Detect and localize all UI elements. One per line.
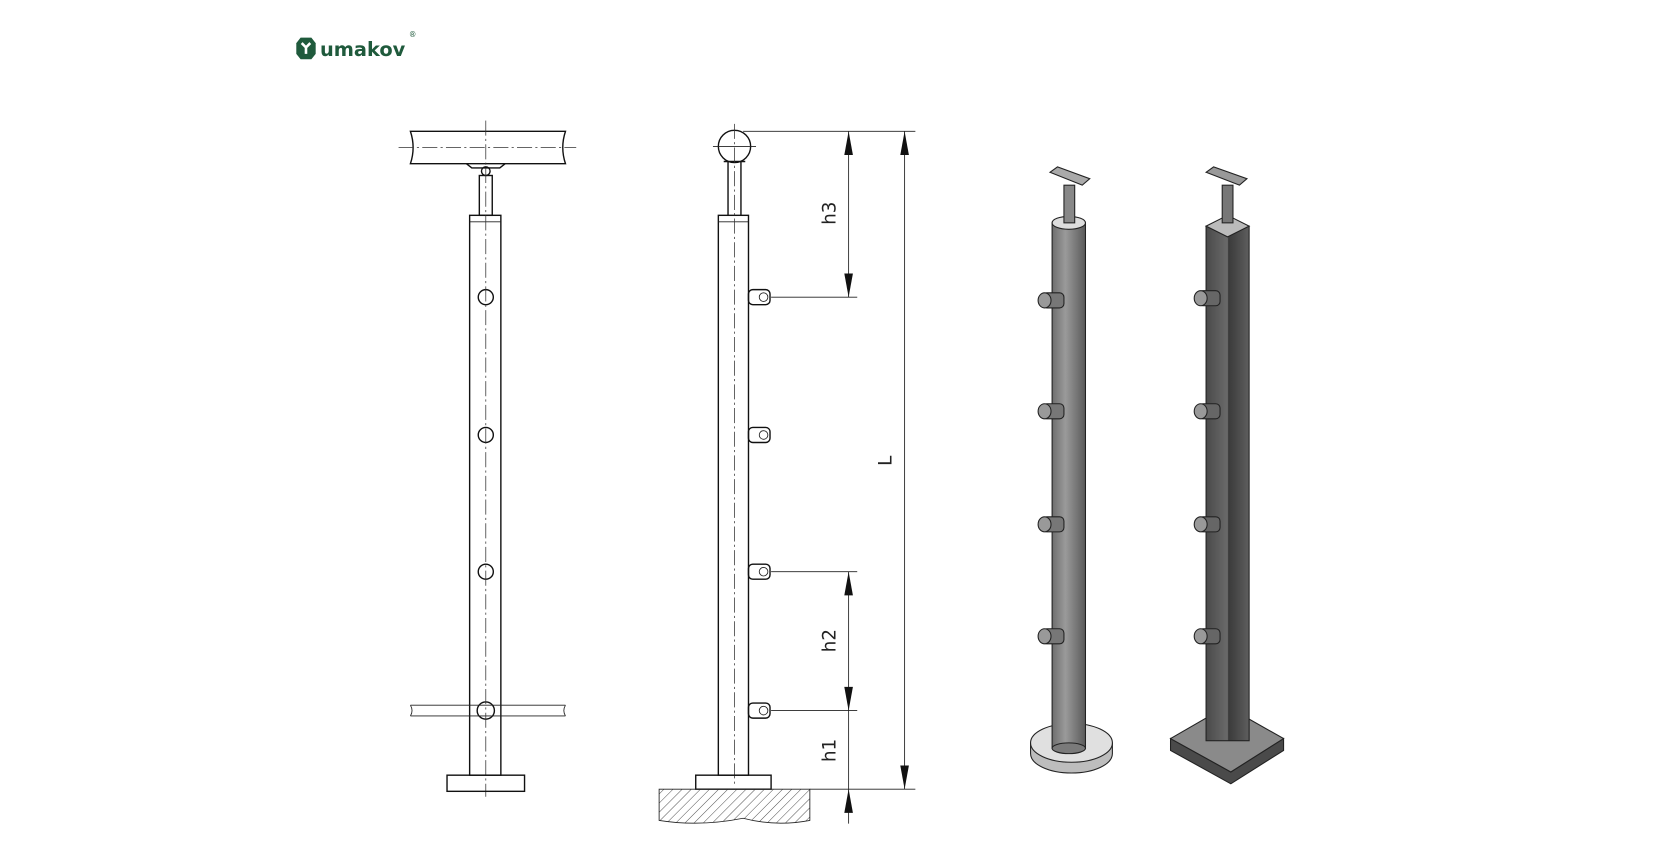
front-view <box>398 120 577 797</box>
umakov-logo: umakov ® <box>296 30 416 61</box>
cable-holders <box>747 288 771 719</box>
lower-rail <box>410 704 566 717</box>
base-plate <box>446 774 526 793</box>
logo-registered-mark: ® <box>409 30 417 39</box>
round-post-3d <box>1030 166 1113 774</box>
side-view <box>658 123 811 824</box>
logo-mark-icon <box>296 37 316 60</box>
top-handrail <box>409 130 567 165</box>
square-post-3d <box>1169 166 1285 785</box>
post-tube <box>468 214 502 776</box>
logo-text: umakov <box>320 38 406 61</box>
dimension-lines: h3 h2 h1 L <box>743 130 916 824</box>
ground-hatch <box>658 788 811 824</box>
dimension-h3: h3 <box>820 202 841 225</box>
base-plate <box>695 774 772 790</box>
dimension-h1: h1 <box>820 739 841 762</box>
post-tube <box>717 214 750 776</box>
dimension-L: L <box>876 455 897 466</box>
dimension-h2: h2 <box>820 629 841 652</box>
